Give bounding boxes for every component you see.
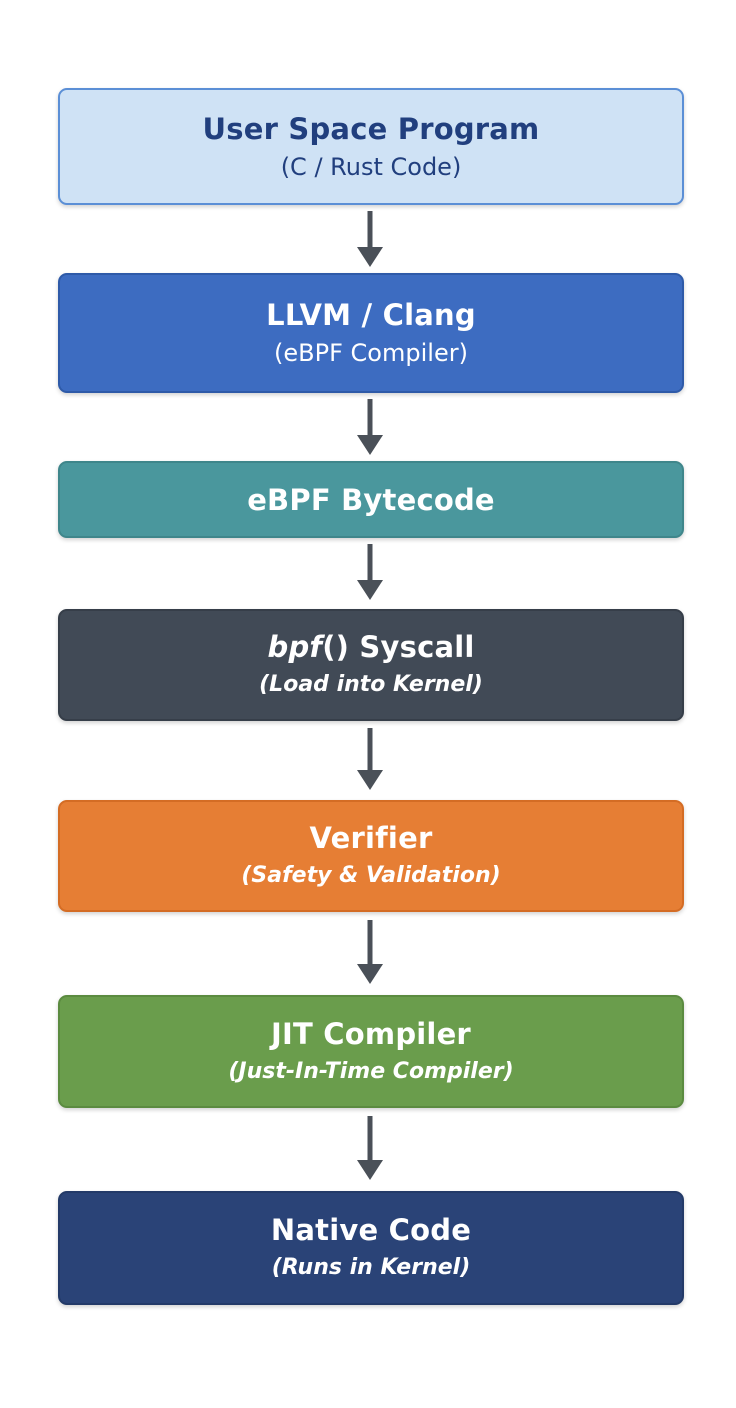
step-subtitle: (Load into Kernel): [259, 672, 483, 697]
step-title: Verifier: [309, 821, 433, 855]
step-subtitle: (Runs in Kernel): [271, 1255, 471, 1280]
arrow-down-icon: [352, 1116, 388, 1182]
step-user-space-program: User Space Program (C / Rust Code): [58, 88, 684, 205]
arrow-down-icon: [352, 728, 388, 792]
step-title: eBPF Bytecode: [247, 482, 495, 517]
arrow-down-icon: [352, 211, 388, 269]
syscall-label: () Syscall: [322, 630, 475, 664]
arrow-down-icon: [352, 544, 388, 602]
step-subtitle: (C / Rust Code): [280, 152, 462, 181]
step-subtitle: (eBPF Compiler): [274, 339, 468, 367]
step-subtitle: (Just-In-Time Compiler): [228, 1058, 514, 1084]
step-jit-compiler: JIT Compiler (Just-In-Time Compiler): [58, 995, 684, 1108]
arrow-down-icon: [352, 399, 388, 457]
step-llvm-clang: LLVM / Clang (eBPF Compiler): [58, 273, 684, 393]
step-native-code: Native Code (Runs in Kernel): [58, 1191, 684, 1305]
bpf-function-name: bpf: [267, 630, 323, 664]
step-title: User Space Program: [202, 111, 540, 146]
step-ebpf-bytecode: eBPF Bytecode: [58, 461, 684, 538]
step-title: Native Code: [270, 1213, 472, 1247]
step-title: LLVM / Clang: [266, 298, 476, 332]
step-title: JIT Compiler: [271, 1016, 471, 1051]
step-verifier: Verifier (Safety & Validation): [58, 800, 684, 912]
arrow-down-icon: [352, 920, 388, 986]
step-bpf-syscall: bpf() Syscall (Load into Kernel): [58, 609, 684, 721]
step-subtitle: (Safety & Validation): [241, 863, 501, 888]
step-title: bpf() Syscall: [267, 629, 474, 665]
